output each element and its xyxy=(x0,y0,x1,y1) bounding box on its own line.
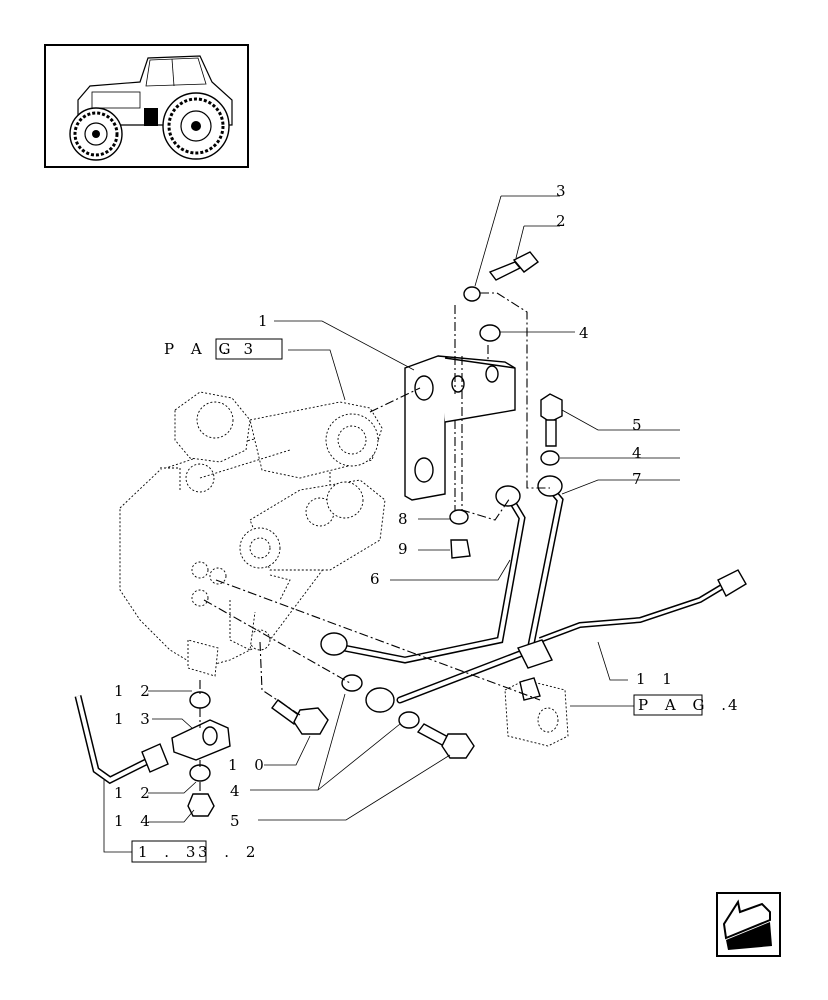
washer-4-upper xyxy=(479,324,501,342)
ref-pag-4-suffix: 4 xyxy=(728,696,744,714)
callout-13: 1 3 xyxy=(114,710,156,728)
mounting-bracket xyxy=(404,355,516,501)
solenoid-coil xyxy=(504,677,569,747)
washer-4-mid xyxy=(540,450,560,466)
callout-11: 1 1 xyxy=(636,670,678,688)
washer-4-low-b xyxy=(398,711,420,729)
wiring-harness-11 xyxy=(517,569,747,669)
callout-3: 3 xyxy=(556,182,572,200)
washer-4-low-a xyxy=(341,674,363,692)
callout-14: 1 4 xyxy=(114,812,156,830)
callout-12-upper: 1 2 xyxy=(114,682,156,700)
washer-3 xyxy=(463,286,481,302)
leader-lines xyxy=(103,195,680,853)
pipe-6 xyxy=(320,485,526,664)
nut-14 xyxy=(187,793,215,817)
ref-pag-4-box: P A G . xyxy=(638,696,732,714)
bolt-2 xyxy=(488,251,540,281)
ref-pag-3-prefix: P A G xyxy=(164,340,236,358)
washer-12-upper xyxy=(189,691,211,709)
ref-1-33-2[interactable]: 1 . 3 3 . 2 xyxy=(131,840,261,863)
washer-12-lower xyxy=(189,764,211,782)
callout-6: 6 xyxy=(370,570,386,588)
plug-9 xyxy=(450,539,471,559)
tractor-thumbnail-icon[interactable] xyxy=(44,44,249,168)
hose xyxy=(74,695,169,785)
ref-pag-3-box: . 3 xyxy=(222,340,259,358)
pipe-7 xyxy=(365,475,564,713)
assembly-lines xyxy=(199,292,550,794)
bolt-5-upper xyxy=(540,393,563,447)
callout-4-lower: 4 xyxy=(230,782,246,800)
callout-5-upper: 5 xyxy=(632,416,648,434)
callout-12-lower: 1 2 xyxy=(114,784,156,802)
callout-4-upper: 4 xyxy=(579,324,595,342)
callout-7: 7 xyxy=(632,470,648,488)
callout-5-lower: 5 xyxy=(230,812,246,830)
bolt-5-lower xyxy=(416,723,475,759)
next-page-arrow-icon[interactable] xyxy=(716,892,781,957)
callout-4-mid: 4 xyxy=(632,444,648,462)
washer-8 xyxy=(449,509,469,525)
callout-8: 8 xyxy=(398,510,414,528)
callout-2: 2 xyxy=(556,212,572,230)
ref-pag-3[interactable]: P A G . 3 xyxy=(164,338,283,360)
bolt-10 xyxy=(271,699,329,735)
hydraulic-valve-assembly xyxy=(119,391,386,677)
callout-10: 1 0 xyxy=(228,756,270,774)
callout-9: 9 xyxy=(398,540,414,558)
ref-1-33-2-box: 1 . 3 xyxy=(138,843,201,861)
banjo-fitting-13 xyxy=(171,719,231,761)
callout-1: 1 xyxy=(258,312,274,330)
ref-1-33-2-suffix: 3 . 2 xyxy=(198,843,261,861)
ref-pag-4[interactable]: P A G . 4 xyxy=(633,694,744,716)
